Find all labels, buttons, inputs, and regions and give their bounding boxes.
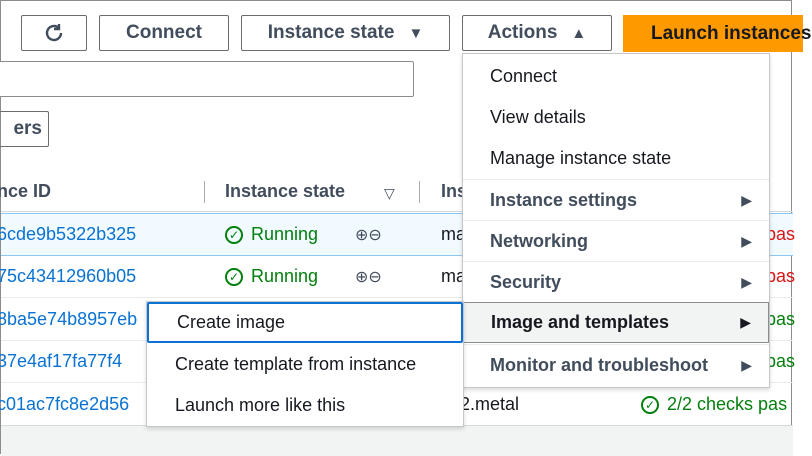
menu-item-connect[interactable]: Connect bbox=[463, 56, 769, 97]
refresh-button[interactable] bbox=[21, 15, 87, 51]
zoom-in-icon[interactable]: ⊕ bbox=[355, 269, 369, 286]
column-header-instance-id[interactable]: nce ID bbox=[0, 181, 52, 201]
submenu-item-label: Create template from instance bbox=[175, 354, 417, 374]
status-check-cell: pas bbox=[766, 309, 796, 329]
chevron-right-icon: ▶ bbox=[740, 314, 751, 330]
status-check-label: 2/2 checks pas bbox=[667, 394, 788, 414]
status-check-cell: pas bbox=[766, 351, 796, 371]
instance-id-link[interactable]: 37e4af17fa77f4 bbox=[0, 351, 123, 371]
submenu-item-label: Launch more like this bbox=[175, 395, 346, 415]
clear-filters-button[interactable]: ers bbox=[0, 111, 49, 147]
column-divider[interactable] bbox=[419, 181, 420, 203]
column-divider[interactable] bbox=[204, 181, 205, 203]
menu-item-label: View details bbox=[490, 107, 586, 127]
submenu-item-create-image[interactable]: Create image bbox=[147, 302, 463, 343]
table-header: nce ID Instance state Ins bbox=[0, 171, 793, 212]
menu-item-instance-settings[interactable]: Instance settings ▶ bbox=[463, 179, 769, 220]
submenu-item-label: Create image bbox=[177, 312, 286, 332]
refresh-icon bbox=[45, 24, 63, 42]
menu-item-networking[interactable]: Networking ▶ bbox=[463, 220, 769, 261]
chevron-right-icon: ▶ bbox=[741, 273, 752, 290]
zoom-in-icon[interactable]: ⊕ bbox=[355, 227, 369, 244]
submenu-item-launch-more-like-this[interactable]: Launch more like this bbox=[147, 385, 463, 426]
menu-item-view-details[interactable]: View details bbox=[463, 97, 769, 138]
instance-id-link[interactable]: c01ac7fc8e2d56 bbox=[0, 394, 130, 414]
instance-type-cell: ma bbox=[441, 224, 467, 244]
search-input[interactable] bbox=[0, 61, 414, 97]
zoom-icons[interactable]: ⊕⊖ bbox=[355, 225, 382, 245]
instance-id-link[interactable]: 6cde9b5322b325 bbox=[0, 224, 137, 244]
actions-label: Actions bbox=[487, 22, 558, 43]
menu-item-label: Manage instance state bbox=[490, 148, 672, 168]
menu-item-label: Instance settings bbox=[490, 189, 638, 210]
filter-caret-icon[interactable]: ▽ bbox=[384, 185, 395, 201]
connect-label: Connect bbox=[126, 22, 202, 43]
column-header-instance-type[interactable]: Ins bbox=[441, 181, 468, 201]
menu-item-label: Image and templates bbox=[491, 312, 670, 332]
menu-item-label: Security bbox=[490, 271, 562, 292]
instance-id-link[interactable]: 75c43412960b05 bbox=[0, 266, 137, 286]
menu-item-label: Connect bbox=[490, 66, 558, 86]
instance-id-link[interactable]: 8ba5e74b8957eb bbox=[0, 309, 138, 329]
check-circle-icon: ✓ bbox=[641, 395, 659, 414]
instance-state-button[interactable]: Instance state ▼ bbox=[241, 15, 450, 51]
menu-item-manage-instance-state[interactable]: Manage instance state bbox=[463, 138, 769, 179]
menu-item-label: Monitor and troubleshoot bbox=[490, 354, 708, 375]
table-row[interactable]: 75c43412960b05 ✓ Running ⊕⊖ ma pas bbox=[0, 256, 796, 298]
caret-down-icon: ▼ bbox=[408, 24, 424, 42]
launch-label: Launch instances bbox=[651, 22, 812, 44]
status-check-cell: ✓ 2/2 checks pas bbox=[641, 394, 787, 415]
chevron-right-icon: ▶ bbox=[741, 356, 752, 373]
zoom-out-icon[interactable]: ⊖ bbox=[368, 227, 382, 244]
menu-item-image-and-templates[interactable]: Image and templates ▶ bbox=[463, 302, 769, 343]
image-templates-submenu: Create image Create template from instan… bbox=[146, 301, 464, 427]
actions-menu: Connect View details Manage instance sta… bbox=[462, 53, 770, 388]
instance-state-cell: ✓ Running bbox=[225, 224, 318, 245]
state-label: Running bbox=[251, 224, 319, 244]
column-header-instance-state[interactable]: Instance state bbox=[225, 181, 346, 201]
chevron-right-icon: ▶ bbox=[741, 232, 752, 249]
menu-item-security[interactable]: Security ▶ bbox=[463, 261, 769, 302]
actions-button[interactable]: Actions ▲ bbox=[462, 15, 612, 51]
caret-up-icon: ▲ bbox=[571, 24, 587, 42]
zoom-icons[interactable]: ⊕⊖ bbox=[355, 267, 382, 287]
instance-state-label: Instance state bbox=[267, 22, 395, 43]
instance-type-cell: ma bbox=[441, 266, 467, 286]
instance-state-cell: ✓ Running bbox=[225, 266, 318, 287]
state-label: Running bbox=[251, 266, 319, 286]
launch-instances-button[interactable]: Launch instances bbox=[623, 15, 812, 52]
menu-item-monitor-and-troubleshoot[interactable]: Monitor and troubleshoot ▶ bbox=[463, 344, 769, 385]
check-circle-icon: ✓ bbox=[225, 225, 243, 244]
submenu-item-create-template[interactable]: Create template from instance bbox=[147, 344, 463, 385]
status-check-cell: pas bbox=[766, 266, 796, 286]
clear-filters-label: ers bbox=[13, 118, 42, 139]
check-circle-icon: ✓ bbox=[225, 267, 243, 286]
connect-button[interactable]: Connect bbox=[99, 15, 229, 51]
horizontal-scrollbar[interactable] bbox=[1, 425, 793, 456]
zoom-out-icon[interactable]: ⊖ bbox=[368, 269, 382, 286]
status-check-cell: pas bbox=[766, 224, 796, 244]
menu-item-label: Networking bbox=[490, 230, 589, 251]
chevron-right-icon: ▶ bbox=[741, 191, 752, 208]
